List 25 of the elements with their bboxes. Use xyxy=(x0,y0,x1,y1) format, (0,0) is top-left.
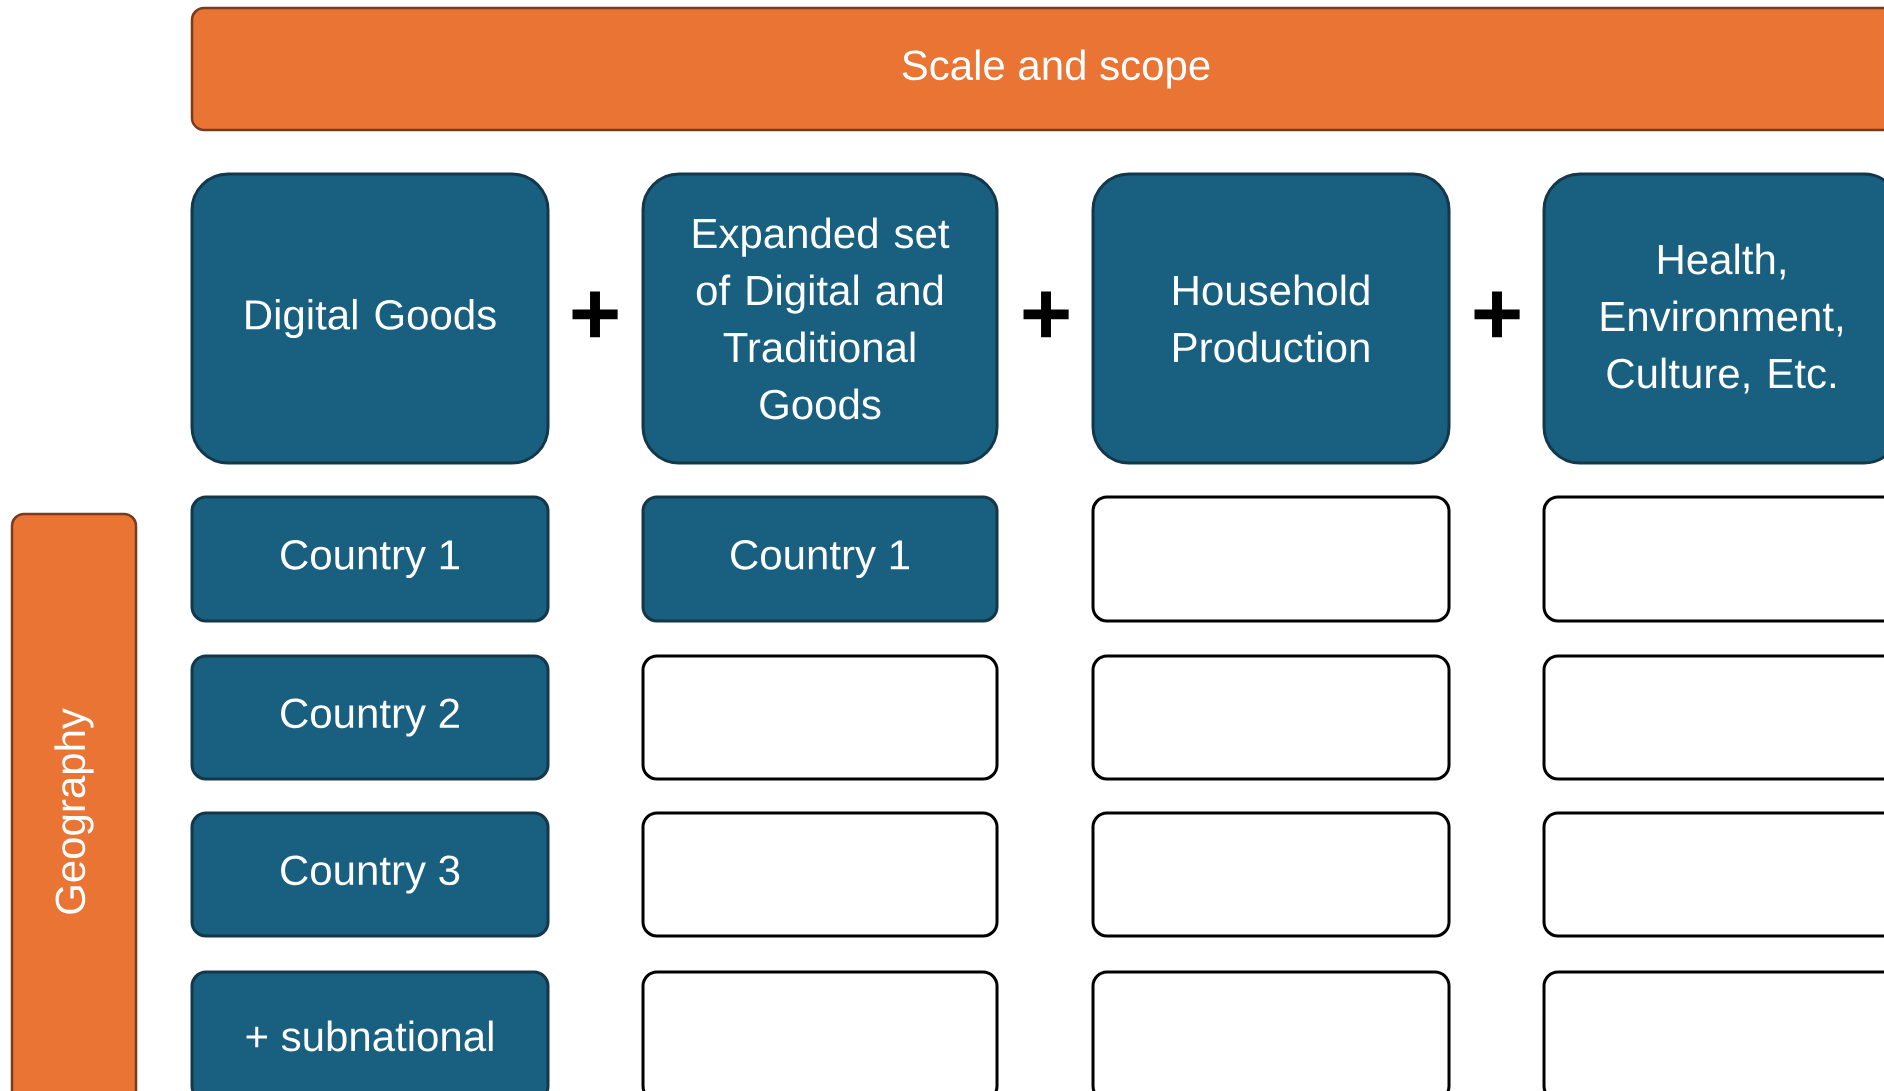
side-banner: Geography xyxy=(10,512,138,1091)
category-box: Household Production xyxy=(1091,172,1451,465)
cell-box: Country 3 xyxy=(190,811,550,938)
cell-box: + subnational xyxy=(190,970,550,1091)
empty-cell xyxy=(1542,495,1884,623)
cell-box: Country 2 xyxy=(190,654,550,781)
category-box: Digital Goods xyxy=(190,172,550,465)
empty-cell xyxy=(1091,654,1451,781)
empty-cell xyxy=(1542,811,1884,938)
empty-cell xyxy=(1091,811,1451,938)
category-box: Expanded set of Digital and Traditional Goods xyxy=(641,172,999,465)
empty-cell xyxy=(1542,654,1884,781)
empty-cell xyxy=(641,654,999,781)
empty-cell xyxy=(641,970,999,1091)
cell-box: Country 1 xyxy=(190,495,550,623)
plus-sign: + xyxy=(1023,291,1069,338)
plus-sign: + xyxy=(1474,291,1520,338)
empty-cell xyxy=(1091,495,1451,623)
empty-cell xyxy=(1091,970,1451,1091)
empty-cell xyxy=(1542,970,1884,1091)
category-box: Health, Environment, Culture, Etc. xyxy=(1542,172,1884,465)
plus-sign: + xyxy=(572,291,618,338)
empty-cell xyxy=(641,811,999,938)
cell-box: Country 1 xyxy=(641,495,999,623)
header-banner: Scale and scope xyxy=(190,6,1884,132)
